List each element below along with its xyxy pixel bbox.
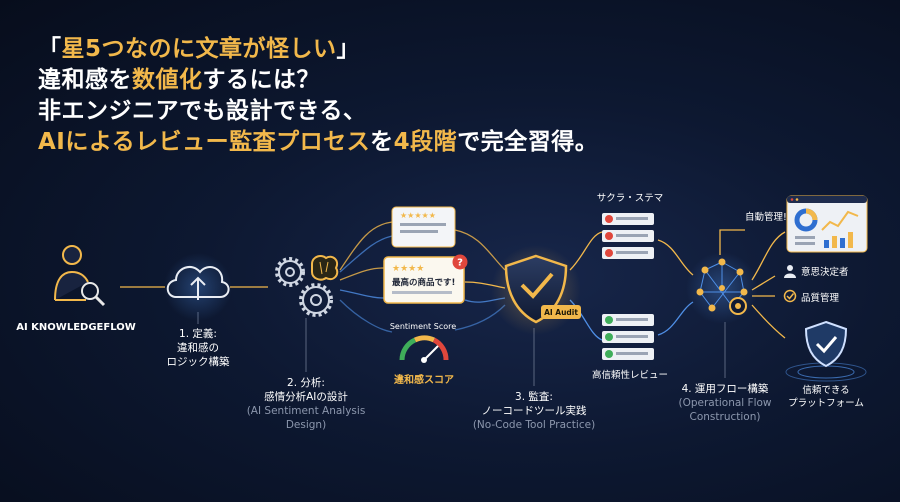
step-1-label: 1. 定義: 違和感のロジック構築 xyxy=(167,327,230,369)
step-title: 1. 定義: xyxy=(179,328,217,340)
headline-segment: 4段階 xyxy=(393,129,458,155)
ai-audit-label: AI Audit xyxy=(544,308,578,317)
auto-label: 自動管理! xyxy=(745,211,787,223)
sakura-label: サクラ・ステマ xyxy=(597,193,664,204)
dashboard-icon xyxy=(786,195,868,253)
headline-line-2: 違和感を数値化するには？ xyxy=(38,65,598,96)
cloud-upload-icon xyxy=(164,253,232,321)
gauge-icon xyxy=(399,335,449,363)
step-line: 違和感の xyxy=(177,342,219,354)
top-review-card: ★★★★★ xyxy=(391,206,456,248)
person-icon xyxy=(784,265,796,278)
step-english: (Operational Flow xyxy=(678,397,772,409)
high-trust-label: 高信頼性レビュー xyxy=(592,369,668,381)
user-magnifier-icon xyxy=(54,245,106,307)
review-card-stars: ★★★★ xyxy=(392,264,424,274)
headline-segment: 非エンジニアでも設計できる、 xyxy=(38,98,367,124)
headline-segment: AIによるレビュー監査プロセス xyxy=(38,129,371,155)
platform-line-2: プラットフォーム xyxy=(788,398,864,409)
step-line: ロジック構築 xyxy=(166,356,230,368)
headline: 「星5つなのに文章が怪しい」 違和感を数値化するには？ 非エンジニアでも設計でき… xyxy=(38,34,598,158)
headline-line-1: 「星5つなのに文章が怪しい」 xyxy=(38,34,598,65)
step-english: (No-Code Tool Practice) xyxy=(472,419,596,431)
headline-segment: 」 xyxy=(336,36,361,62)
step-3-label: 3. 監査: ノーコードツール実践 (No-Code Tool Practice) xyxy=(473,390,595,432)
headline-segment: を xyxy=(370,129,394,155)
flag-list-icon xyxy=(602,213,654,259)
headline-line-3: 非エンジニアでも設計できる、 xyxy=(38,96,598,127)
output-decision-maker: 意思決定者 xyxy=(801,267,849,278)
output-quality-control: 品質管理 xyxy=(801,293,840,304)
step-english: Construction) xyxy=(689,411,761,423)
gears-brain-icon xyxy=(275,255,339,317)
platform-line-1: 信頼できる xyxy=(802,385,850,396)
step-english: Design) xyxy=(285,419,327,431)
headline-segment: 「 xyxy=(38,36,62,62)
step-title: 2. 分析: xyxy=(287,377,325,389)
ai-audit-tag xyxy=(541,305,581,319)
step-line: ノーコードツール実践 xyxy=(481,405,587,417)
output-platform: 信頼できる プラットフォーム xyxy=(788,384,864,410)
review-card-text: 最高の商品です! xyxy=(392,277,455,288)
step-title: 4. 運用フロー構築 xyxy=(681,383,769,395)
brand-label: AI KNOWLEDGEFLOW xyxy=(16,322,136,333)
check-circle-icon xyxy=(783,289,797,303)
step-line: 感情分析AIの設計 xyxy=(264,391,348,403)
top-card-stars: ★★★★★ xyxy=(400,211,436,220)
headline-segment: 違和感を xyxy=(38,67,132,93)
review-card: ★★★★ 最高の商品です! ? xyxy=(383,254,468,304)
question-badge: ? xyxy=(457,258,463,269)
headline-segment: 数値化 xyxy=(132,67,203,93)
shield-icon xyxy=(785,320,867,382)
step-title: 3. 監査: xyxy=(515,391,553,403)
step-english: (AI Sentiment Analysis xyxy=(246,405,366,417)
question-badge-icon xyxy=(452,254,468,270)
gauge-label: 違和感スコア xyxy=(394,373,454,386)
headline-segment: 星5つなのに文章が怪しい xyxy=(61,36,337,62)
network-gear-icon xyxy=(686,252,758,324)
headline-segment: するには？ xyxy=(202,67,320,93)
headline-line-4: AIによるレビュー監査プロセスを4段階で完全習得。 xyxy=(38,127,598,158)
sentiment-label: Sentiment Score xyxy=(390,322,456,331)
shield-check-icon xyxy=(491,245,581,335)
headline-segment: で完全習得。 xyxy=(457,129,599,155)
check-list-icon xyxy=(602,314,654,360)
